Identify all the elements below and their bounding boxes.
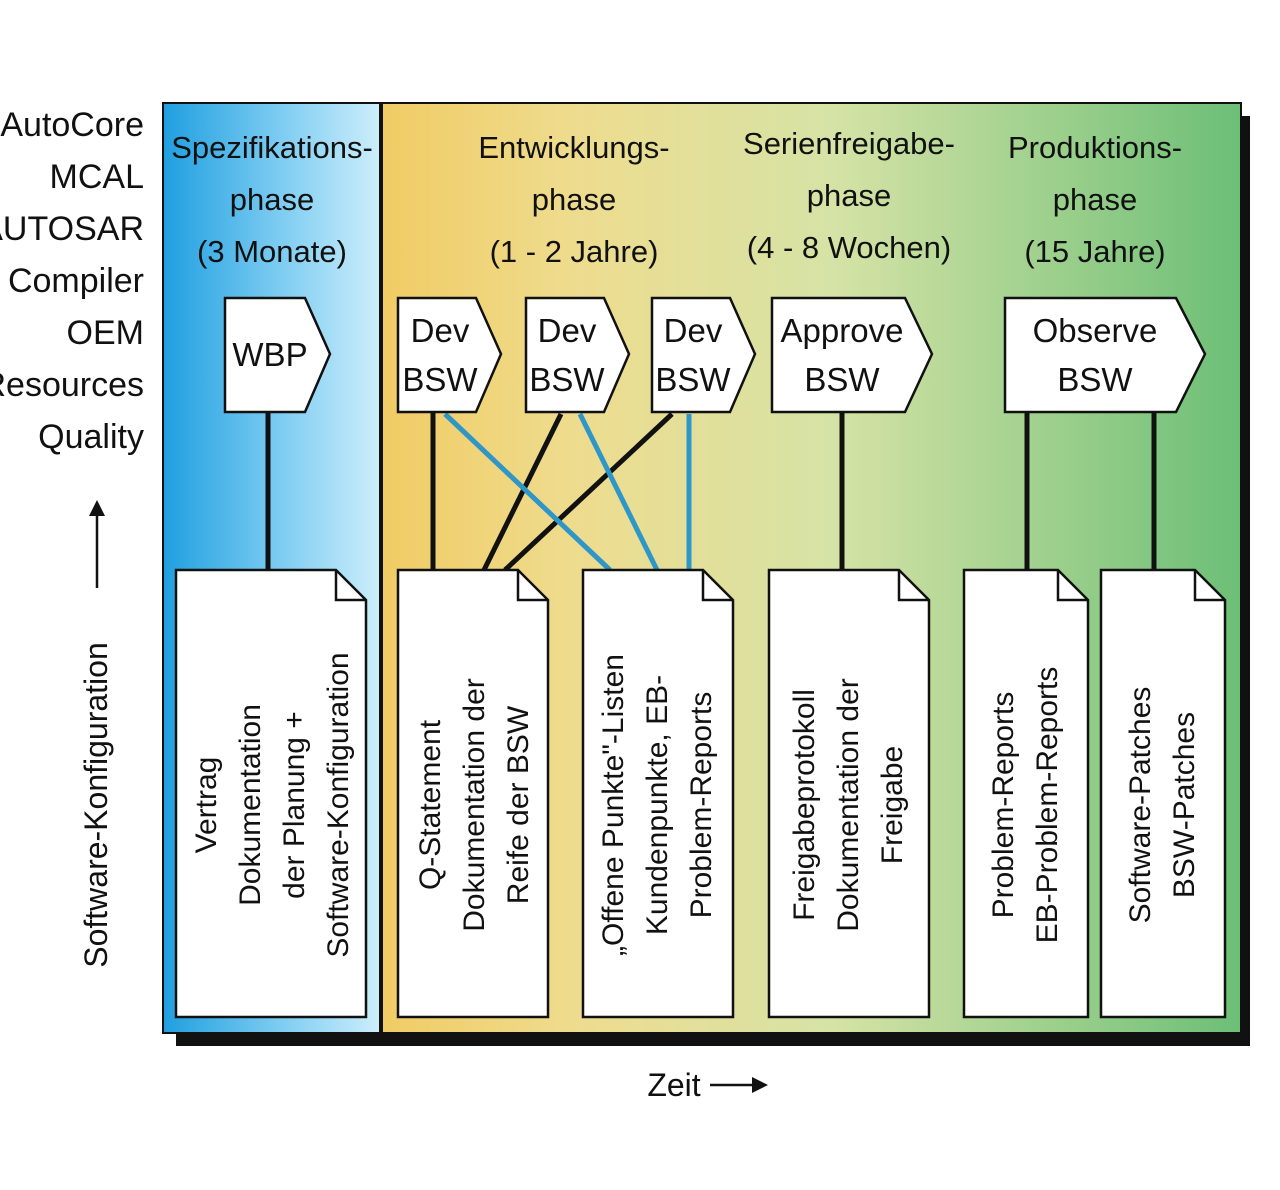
document-line: Reife der BSW: [502, 705, 535, 904]
left-label: AUTOSAR: [0, 210, 144, 248]
document-card: [396, 568, 550, 1019]
document-line: Freigabe: [876, 746, 909, 864]
document-line: BSW-Patches: [1168, 712, 1201, 898]
activity-boxes: [223, 296, 1207, 414]
document-fold: [701, 570, 733, 602]
activity-box-dev-bsw: [650, 296, 757, 414]
x-axis-arrowhead: [752, 1077, 768, 1093]
phase-title: Entwicklungs-: [478, 130, 669, 165]
document-cards: [174, 568, 1227, 1019]
document-text-group: Problem-Reports EB-Problem-Reports: [987, 667, 1064, 944]
document-line: Dokumentation der: [458, 678, 491, 931]
phase-title: Spezifikations-: [171, 130, 373, 165]
black-links: [481, 412, 674, 572]
document-card: [1099, 568, 1227, 1019]
document-fold: [334, 570, 366, 602]
document-line: Q-Statement: [414, 719, 447, 890]
document-line: Kundenpunkte, EB-: [641, 675, 674, 935]
document-card: [581, 568, 735, 1019]
activity-label: Observe: [1033, 312, 1158, 349]
activity-label: BSW: [529, 361, 605, 398]
document-text-group: Freigabeprotokoll Dokumentation der Frei…: [788, 678, 909, 931]
activity-box-wbp: [223, 296, 332, 414]
activity-label: BSW: [804, 361, 880, 398]
phase-title: phase: [807, 178, 891, 213]
left-label: Quality: [38, 418, 144, 456]
document-texts: Vertrag Dokumentation der Planung + Soft…: [190, 652, 1201, 957]
phase-duration: (15 Jahre): [1024, 234, 1165, 269]
phase-title: phase: [230, 182, 314, 217]
document-line: Software-Konfiguration: [322, 652, 355, 957]
left-label: OEM: [67, 314, 144, 352]
activity-label: Approve: [781, 312, 904, 349]
document-fold: [1193, 570, 1225, 602]
document-fold: [1056, 570, 1088, 602]
phase-title: Produktions-: [1008, 130, 1182, 165]
activity-box-dev-bsw: [396, 296, 503, 414]
activity-box-approve-bsw: [770, 296, 934, 414]
document-fold: [897, 570, 929, 602]
phase-duration: (4 - 8 Wochen): [747, 230, 951, 265]
left-label-list: AutoCore MCAL AUTOSAR Compiler OEM Resou…: [0, 106, 144, 456]
document-line: Problem-Reports: [685, 692, 718, 919]
activity-label: BSW: [655, 361, 731, 398]
activity-box-dev-bsw: [524, 296, 631, 414]
activity-label: BSW: [402, 361, 478, 398]
phase-title: Serienfreigabe-: [743, 126, 955, 161]
document-line: Freigabeprotokoll: [788, 689, 821, 921]
document-line: Software-Patches: [1124, 687, 1157, 924]
blue-links: [443, 412, 692, 572]
document-line: Dokumentation der: [832, 678, 865, 931]
x-axis-label: Zeit: [647, 1067, 700, 1103]
document-line: Problem-Reports: [987, 692, 1020, 919]
phase-title: phase: [1053, 182, 1137, 217]
activity-label: BSW: [1057, 361, 1133, 398]
document-line: „Offene Punkte"-Listen: [597, 654, 630, 956]
document-card: [962, 568, 1090, 1019]
document-text-group: Q-Statement Dokumentation der Reife der …: [414, 678, 535, 931]
activity-label: Dev: [538, 312, 597, 349]
activity-label: WBP: [232, 336, 307, 373]
link-line: [481, 412, 564, 572]
link-line: [577, 412, 660, 572]
activity-label: Dev: [664, 312, 723, 349]
phase-headers: Spezifikations- phase (3 Monate) Entwick…: [171, 126, 1182, 269]
y-axis: Software-Konfiguration: [78, 500, 114, 968]
activity-label: Dev: [411, 312, 470, 349]
left-label: AutoCore: [0, 106, 144, 144]
link-line: [443, 412, 612, 572]
document-text-group: Vertrag Dokumentation der Planung + Soft…: [190, 652, 355, 957]
document-line: Dokumentation: [234, 704, 267, 906]
y-axis-arrowhead: [89, 500, 105, 516]
activity-box-observe-bsw: [1003, 296, 1207, 414]
activity-labels: WBP Dev BSW Dev BSW Dev BSW Approve BSW …: [232, 312, 1157, 398]
phase-duration: (3 Monate): [197, 234, 347, 269]
left-label: MCAL: [50, 158, 144, 196]
document-fold: [516, 570, 548, 602]
vertical-connectors: [265, 410, 1157, 570]
document-line: Vertrag: [190, 757, 223, 854]
phase-duration: (1 - 2 Jahre): [490, 234, 659, 269]
left-label: Compiler: [8, 262, 144, 300]
phase-title: phase: [532, 182, 616, 217]
y-axis-label: Software-Konfiguration: [78, 642, 114, 968]
x-axis: Zeit: [647, 1067, 768, 1103]
document-card: [767, 568, 931, 1019]
document-card: [174, 568, 368, 1019]
document-text-group: „Offene Punkte"-Listen Kundenpunkte, EB-…: [597, 654, 718, 956]
document-line: der Planung +: [278, 711, 311, 899]
left-label: Resources: [0, 366, 144, 404]
document-line: EB-Problem-Reports: [1031, 667, 1064, 944]
document-text-group: Software-Patches BSW-Patches: [1124, 687, 1201, 924]
link-line: [503, 412, 674, 572]
